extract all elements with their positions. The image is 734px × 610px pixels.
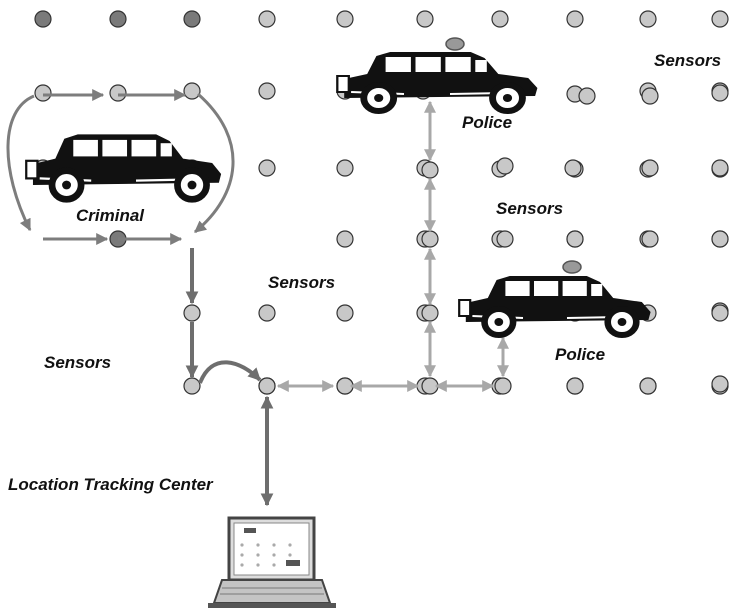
sensors-label-top-right: Sensors [654, 51, 721, 70]
sensor-node [421, 230, 439, 248]
police-label-right: Police [555, 345, 605, 364]
sensor-node [421, 377, 439, 395]
sensor-node [641, 159, 659, 177]
criminal-car-icon [26, 134, 221, 199]
sensor-node [711, 304, 729, 322]
sensor-node [639, 377, 657, 395]
sensor-node [711, 159, 729, 177]
sensor-node [711, 10, 729, 28]
sensor-node [336, 230, 354, 248]
sensor-node [578, 87, 596, 105]
report-path [185, 248, 274, 507]
sensors-label-left: Sensors [44, 353, 111, 372]
sensor-node [109, 84, 127, 102]
sensor-node [421, 304, 439, 322]
sensor-node [566, 230, 584, 248]
sensor-node [258, 82, 276, 100]
police-label-top: Police [462, 113, 512, 132]
criminal-label: Criminal [76, 206, 145, 225]
sensor-node [421, 161, 439, 179]
tracking-center-label: Location Tracking Center [8, 475, 214, 494]
sensor-node [641, 87, 659, 105]
criminal-path [6, 89, 235, 245]
sensor-node [639, 10, 657, 28]
sensor-node [494, 377, 512, 395]
sensor-node [711, 84, 729, 102]
sensor-node [258, 159, 276, 177]
sensor-node [258, 10, 276, 28]
laptop-icon [208, 516, 336, 608]
sensor-node [496, 230, 514, 248]
sensor-node [416, 10, 434, 28]
sensor-node [496, 157, 514, 175]
sensor-node [34, 84, 52, 102]
sensor-node [641, 230, 659, 248]
sensor-node [258, 304, 276, 322]
sensor-node [711, 230, 729, 248]
police-car-right-icon [459, 260, 650, 335]
sensor-node [711, 375, 729, 393]
sensor-node [258, 377, 276, 395]
police-car-top-icon [337, 37, 537, 111]
sensor-node [336, 159, 354, 177]
sensor-node [183, 304, 201, 322]
sensor-node [336, 304, 354, 322]
sensor-node [564, 159, 582, 177]
sensor-node [34, 10, 52, 28]
sensor-node [109, 10, 127, 28]
sensor-node [336, 377, 354, 395]
sensor-node [183, 82, 201, 100]
sensor-node [566, 10, 584, 28]
sensor-node [183, 377, 201, 395]
sensor-node [566, 377, 584, 395]
sensors-label-center: Sensors [268, 273, 335, 292]
sensor-node [336, 10, 354, 28]
sensors-label-mid-right: Sensors [496, 199, 563, 218]
network-path [276, 100, 509, 392]
sensor-node [491, 10, 509, 28]
sensor-node [183, 10, 201, 28]
